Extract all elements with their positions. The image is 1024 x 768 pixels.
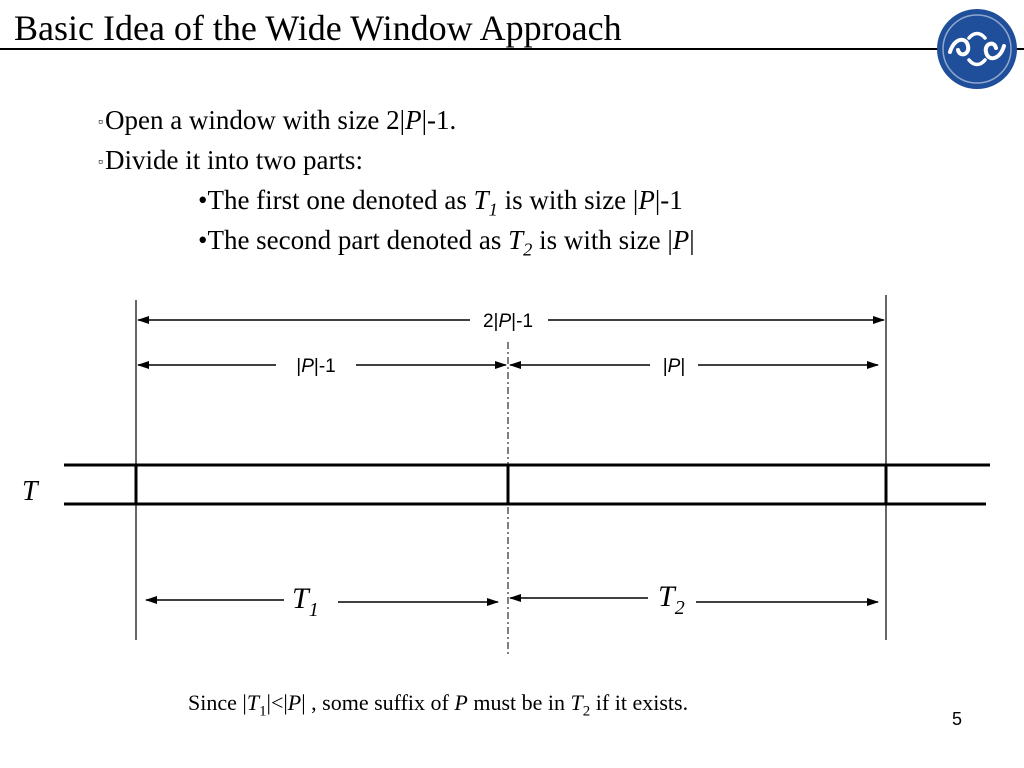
bullet-text: Open a window with size 2|: [104, 105, 406, 135]
text-label: T: [22, 476, 40, 507]
university-logo-icon: [937, 9, 1017, 89]
bullet-text-end: is with size |P|-1: [504, 185, 683, 215]
bullet-variable: P: [405, 105, 422, 135]
bullet-second-part: •The second part denoted as T2 is with s…: [198, 223, 695, 266]
title-divider: [0, 48, 1024, 50]
page-title: Basic Idea of the Wide Window Approach: [14, 8, 622, 48]
bullet-first-part: •The first one denoted as T1 is with siz…: [198, 183, 683, 226]
bullet-variable: T: [508, 225, 524, 255]
slide-caption: Since |T1|<|P| , some suffix of P must b…: [188, 690, 689, 720]
bullet-divide-parts: ▫Divide it into two parts:: [98, 143, 363, 183]
dot-bullet-icon: •: [198, 225, 208, 255]
t2-part-label: T2: [658, 580, 685, 619]
bullet-variable: T: [473, 185, 489, 215]
bullet-text: The second part denoted as: [207, 225, 509, 255]
square-bullet-icon: ▫: [98, 155, 103, 170]
bullet-open-window: ▫Open a window with size 2|P|-1.: [98, 103, 456, 143]
page-number: 5: [952, 709, 963, 729]
bullet-subscript: 2: [523, 239, 533, 260]
t1-size-label: |P|-1: [296, 356, 335, 377]
bullet-text: Divide it into two parts:: [104, 145, 363, 175]
bullet-text: The first one denoted as: [207, 185, 474, 215]
t1-part-label: T1: [292, 582, 319, 621]
total-size-label: 2|P|-1: [483, 311, 533, 332]
bullet-text-end: |-1.: [421, 105, 457, 135]
dot-bullet-icon: •: [198, 185, 208, 215]
square-bullet-icon: ▫: [98, 115, 103, 130]
bullet-subscript: 1: [488, 199, 498, 220]
bullet-text-end: is with size |P|: [539, 225, 695, 255]
t2-size-label: |P|: [663, 356, 686, 377]
